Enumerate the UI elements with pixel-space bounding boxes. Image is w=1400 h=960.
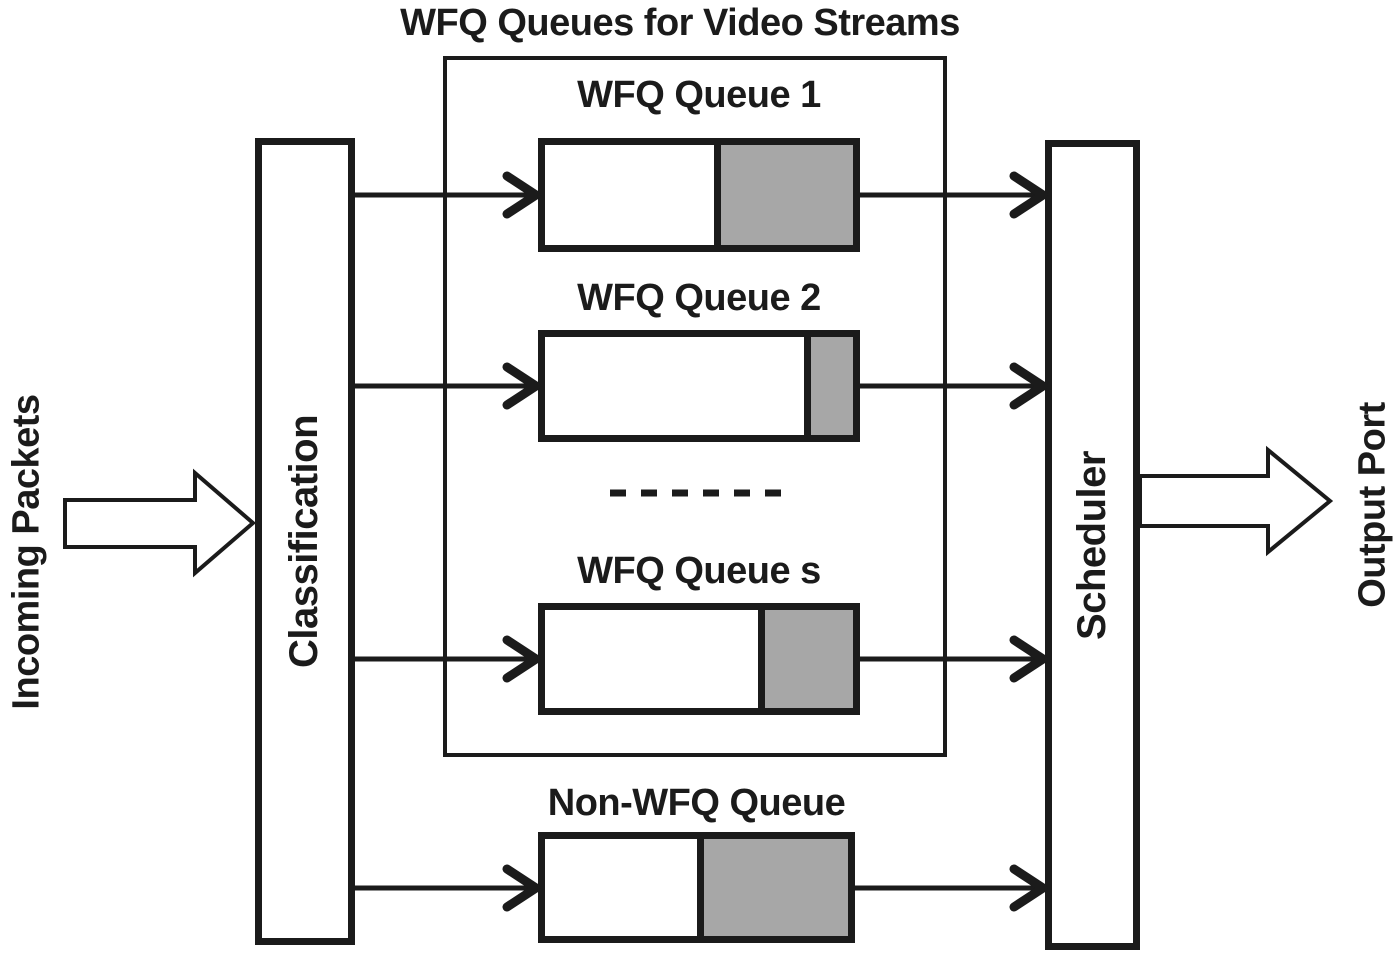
classification-box: Classification	[255, 138, 355, 945]
wfq-queue-1-label: WFQ Queue 1	[577, 74, 821, 116]
non-wfq-queue-label: Non-WFQ Queue	[547, 782, 846, 824]
non-wfq-queue-fill	[696, 839, 848, 936]
wfq-queue-2-box	[538, 330, 860, 442]
incoming-packets-label: Incoming Packets	[5, 394, 48, 710]
output-port-label: Output Port	[1351, 402, 1394, 608]
wfq-queue-2-label: WFQ Queue 2	[577, 277, 821, 319]
wfq-queue-1-box	[538, 138, 860, 252]
wfq-queue-1-fill	[714, 145, 853, 245]
scheduler-label: Scheduler	[1070, 450, 1114, 640]
output-port-arrow-icon	[1138, 445, 1334, 557]
wfq-queue-2-fill	[803, 337, 853, 435]
arrow-classification-to-non-wfq-queue	[355, 864, 541, 912]
wfq-queue-s-label: WFQ Queue s	[577, 550, 821, 592]
wfq-queue-s-fill	[757, 610, 853, 708]
wfq-group-box	[443, 56, 947, 757]
non-wfq-queue-box	[538, 832, 855, 943]
incoming-packets-arrow-icon	[63, 468, 257, 578]
wfq-queue-s-box	[538, 603, 860, 715]
diagram-title: WFQ Queues for Video Streams	[400, 2, 960, 44]
classification-label: Classification	[282, 414, 327, 669]
scheduler-box: Scheduler	[1045, 140, 1140, 950]
arrow-non-wfq-queue-to-scheduler	[855, 864, 1048, 912]
